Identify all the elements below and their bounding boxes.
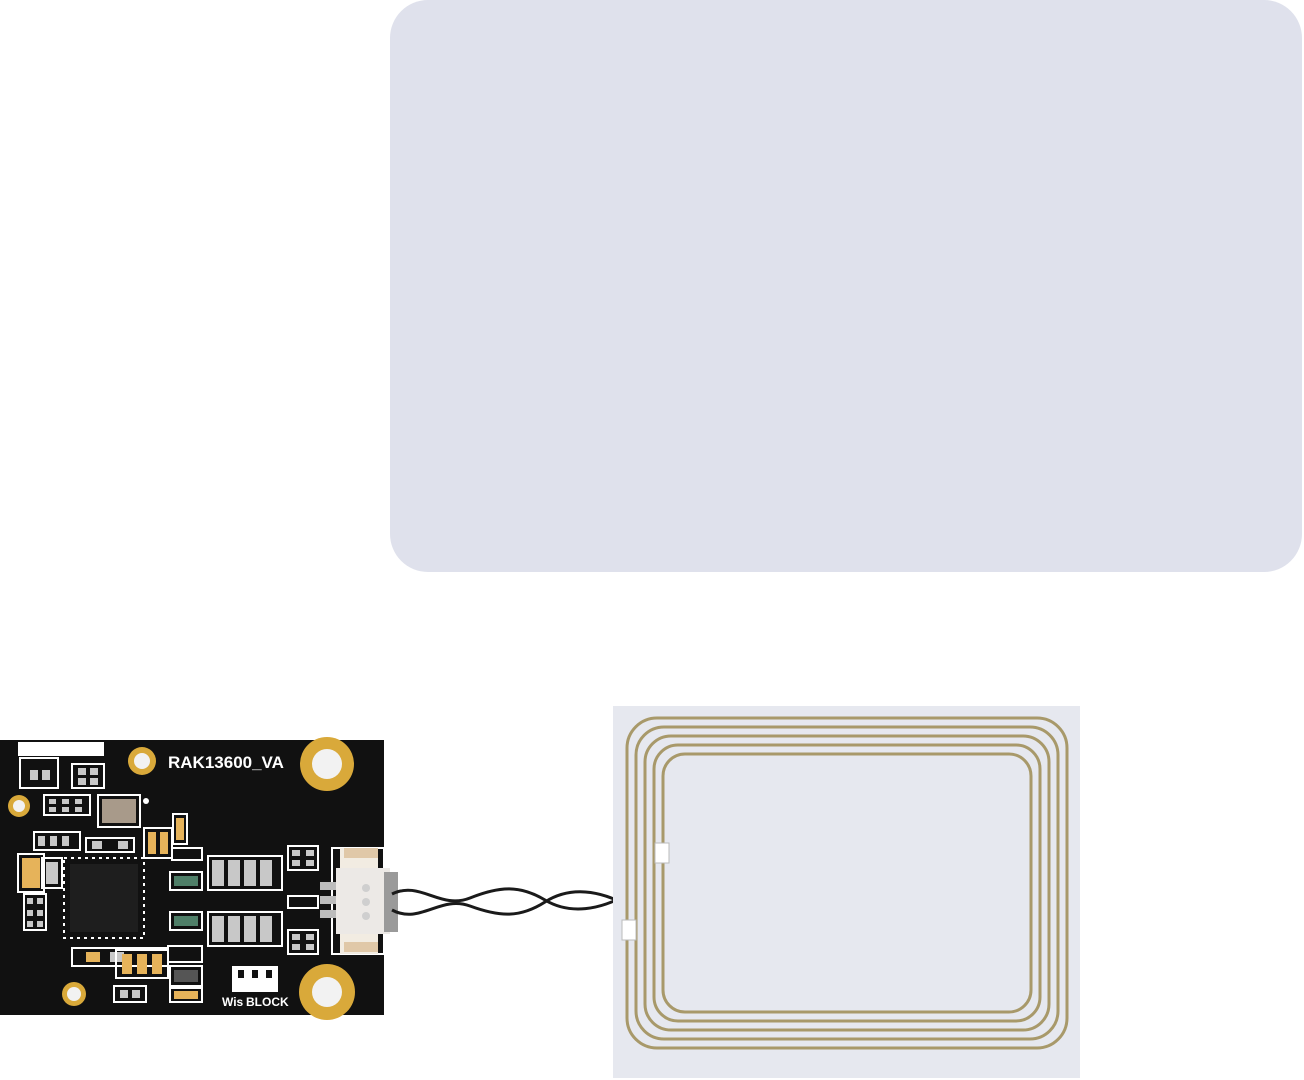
nfc-antenna-coil	[613, 706, 1080, 1078]
mounting-hole	[8, 795, 30, 817]
mounting-hole	[62, 982, 86, 1006]
wisblock-connector	[232, 966, 278, 992]
capacitor-bank	[207, 855, 283, 891]
nfc-controller-chip	[63, 857, 145, 939]
inductor	[174, 916, 198, 926]
crystal	[102, 799, 136, 823]
board-label: RAK13600_VA	[168, 753, 284, 772]
antenna-connector	[320, 847, 398, 955]
wisblock-label-right: BLOCK	[246, 995, 289, 1009]
mounting-hole	[300, 737, 354, 791]
coil-terminal	[621, 919, 637, 941]
coil-turn	[661, 752, 1033, 1014]
coil-terminal	[654, 842, 670, 864]
wisblock-label-left: Wis	[222, 995, 244, 1009]
mounting-hole	[299, 964, 355, 1020]
antenna-substrate	[613, 706, 1080, 1078]
nfc-card	[390, 0, 1302, 572]
rak13600-board: RAK13600_VA	[0, 737, 398, 1020]
capacitor-bank	[207, 911, 283, 947]
mounting-hole	[128, 747, 156, 775]
header-outline	[18, 742, 104, 756]
coil-turn	[625, 716, 1069, 1050]
coil-turn	[652, 743, 1042, 1023]
inductor	[174, 876, 198, 886]
coil-turn	[643, 734, 1051, 1032]
coil-turn	[634, 725, 1060, 1041]
